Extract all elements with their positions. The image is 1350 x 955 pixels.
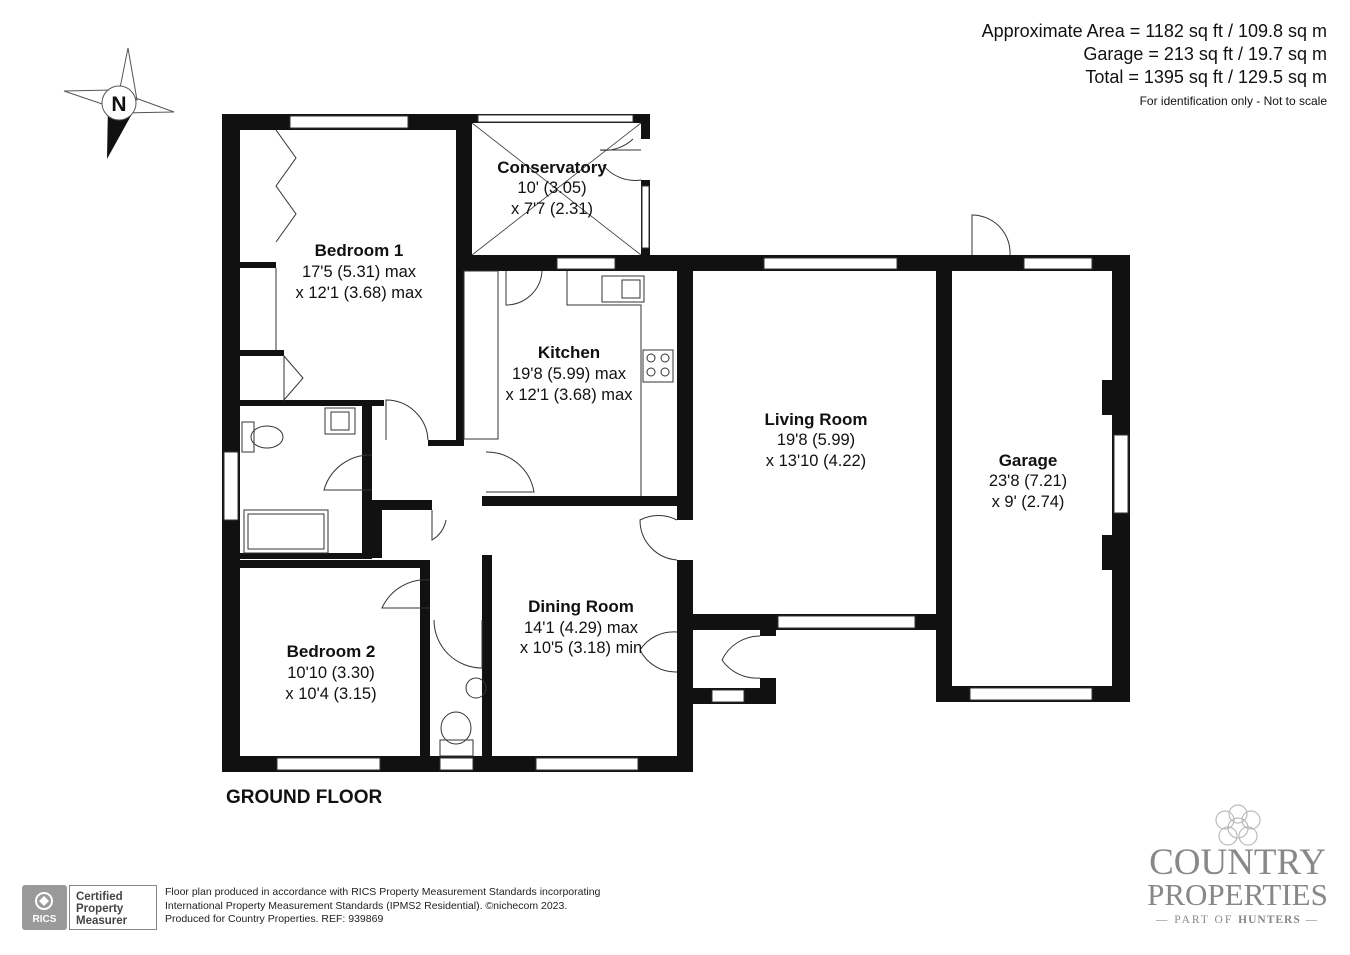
garage-dim1: 23'8 (7.21): [989, 472, 1067, 490]
area-summary: Approximate Area = 1182 sq ft / 109.8 sq…: [982, 20, 1327, 111]
garage-name: Garage: [999, 451, 1058, 470]
conservatory-dim2: x 7'7 (2.31): [511, 200, 593, 218]
total-area: Total = 1395 sq ft / 129.5 sq m: [1085, 67, 1327, 87]
dining-room-dim2: x 10'5 (3.18) min: [520, 639, 642, 657]
wc-toilet-icon: [440, 711, 472, 745]
conservatory-dim1: 10' (3.05): [517, 179, 586, 197]
brand-emblem-icon: [1214, 804, 1261, 846]
cert-line3: Measurer: [76, 915, 128, 927]
rics-logo-icon: RICS: [22, 885, 67, 930]
shower-icon: [243, 509, 329, 554]
footer-line2: International Property Measurement Stand…: [165, 899, 568, 912]
wc-basin-icon: [465, 677, 487, 699]
sink-icon: [601, 275, 645, 303]
identification-note: For identification only - Not to scale: [1139, 94, 1327, 108]
living-room-dim2: x 13'10 (4.22): [766, 452, 866, 470]
floor-label: GROUND FLOOR: [226, 787, 383, 808]
brand-line2: PROPERTIES: [1147, 877, 1328, 912]
compass-north-label: N: [111, 93, 126, 116]
cert-line1: Certified: [76, 891, 123, 903]
kitchen-name: Kitchen: [538, 343, 600, 362]
brand-line3: — PART OF HUNTERS —: [1155, 914, 1320, 926]
bedroom2-name: Bedroom 2: [287, 642, 376, 661]
basin-icon: [324, 407, 356, 435]
bedroom1-dim1: 17'5 (5.31) max: [302, 263, 417, 281]
conservatory-roof-lines: [471, 122, 642, 256]
footer-line1: Floor plan produced in accordance with R…: [165, 886, 601, 898]
bedroom2-dim1: 10'10 (3.30): [287, 664, 375, 682]
living-room-name: Living Room: [765, 410, 868, 429]
garage-piers: [1102, 380, 1114, 570]
brand-line1: COUNTRY: [1149, 842, 1326, 883]
room-labels: Bedroom 1 17'5 (5.31) max x 12'1 (3.68) …: [285, 158, 1067, 703]
windows: [223, 114, 1129, 771]
kitchen-units: [463, 270, 674, 496]
living-room-dim1: 19'8 (5.99): [777, 431, 855, 449]
cert-line2: Property: [76, 903, 124, 915]
dining-room-dim1: 14'1 (4.29) max: [524, 619, 639, 637]
kitchen-dim1: 19'8 (5.99) max: [512, 365, 627, 383]
conservatory-name: Conservatory: [497, 158, 607, 177]
toilet-icon: [241, 421, 255, 453]
brand-logo: COUNTRY PROPERTIES — PART OF HUNTERS —: [1140, 800, 1335, 928]
bathroom-fixtures: [241, 407, 487, 757]
approximate-area: Approximate Area = 1182 sq ft / 109.8 sq…: [981, 21, 1327, 41]
rics-logo-text: RICS: [32, 914, 57, 925]
bedroom2-dim2: x 10'4 (3.15): [285, 685, 376, 703]
bedroom1-name: Bedroom 1: [315, 241, 404, 260]
doors: [275, 129, 1011, 679]
dining-room-name: Dining Room: [528, 597, 634, 616]
brand-part-of: PART OF: [1174, 914, 1234, 926]
kitchen-dim2: x 12'1 (3.68) max: [506, 386, 634, 404]
garage-dim2: x 9' (2.74): [992, 493, 1065, 511]
hob-icon: [642, 349, 674, 383]
brand-hunters: HUNTERS: [1238, 914, 1301, 926]
compass-icon: N: [63, 47, 175, 159]
bedroom1-dim2: x 12'1 (3.68) max: [296, 284, 424, 302]
footer-statement: Floor plan produced in accordance with R…: [165, 886, 685, 927]
footer-line3: Produced for Country Properties. REF: 93…: [165, 913, 384, 925]
certified-measurer-badge: Certified Property Measurer: [69, 885, 157, 930]
garage-area: Garage = 213 sq ft / 19.7 sq m: [1083, 44, 1327, 64]
